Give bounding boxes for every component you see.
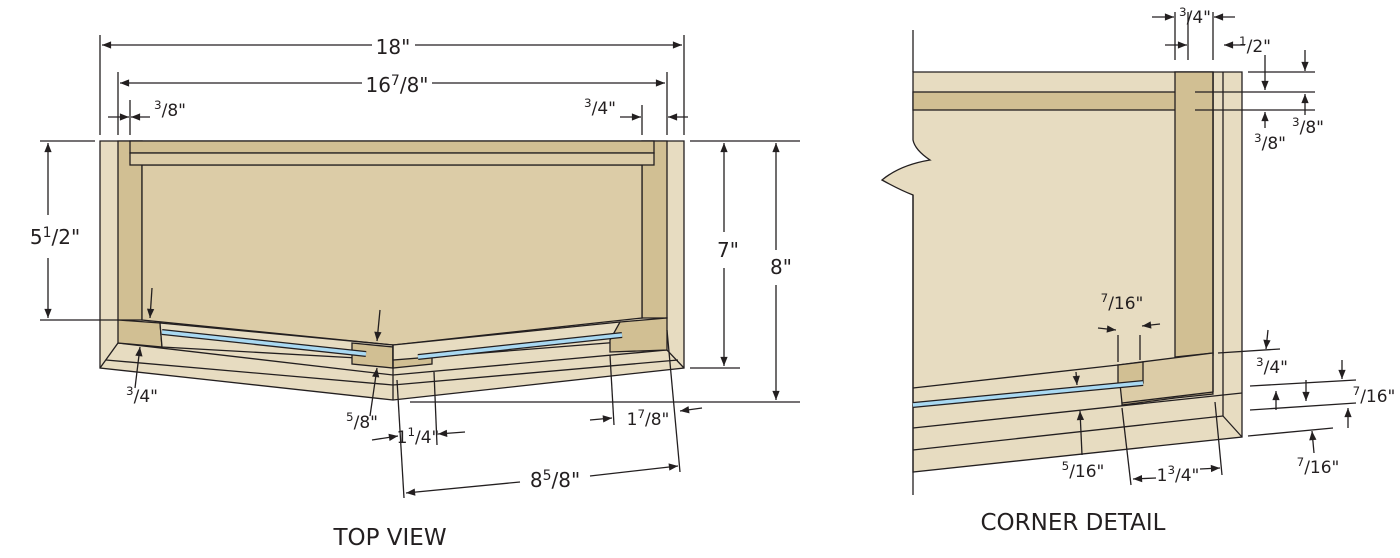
- corner-top-rail: [912, 91, 1189, 111]
- left-glass: [161, 330, 367, 356]
- dim-groove: 7/16": [1101, 291, 1144, 314]
- dim-width-overall: 18": [376, 35, 411, 59]
- dim-side-right: 3/4": [584, 96, 616, 119]
- right-side-panel: [641, 140, 668, 319]
- dim-bottom-width: 13/4": [1157, 463, 1200, 486]
- dim-depth-inner: 7": [717, 238, 739, 262]
- caption-corner-detail: CORNER DETAIL: [980, 510, 1165, 536]
- corner-detail: 3/4" 1/2" 3/8" 3/8" 7/16" 3/4" 7/16" 7/1…: [880, 5, 1396, 536]
- dim-depth-overall: 8": [770, 255, 792, 279]
- top-view: 18" 167/8" 3/8" 3/4" 51/2" 7" 8" 3/4" 5/…: [30, 35, 800, 551]
- dim-top-width: 3/4": [1179, 5, 1211, 28]
- interior: [141, 164, 643, 346]
- dim-right-7-16-b: 7/16": [1297, 455, 1340, 478]
- dim-right-offset: 17/8": [627, 407, 670, 430]
- dim-front-left: 3/4": [126, 384, 158, 407]
- dim-glass: 5/16": [1062, 459, 1105, 482]
- dim-front-center: 5/8": [346, 410, 378, 433]
- right-glass: [417, 333, 623, 359]
- corner-side-panel: [1174, 71, 1214, 358]
- dim-center-offset: 11/4": [397, 425, 440, 448]
- dim-top-3-8: 3/8": [1254, 131, 1286, 154]
- left-front-block: [117, 319, 163, 348]
- back-rail: [129, 140, 655, 154]
- dim-depth-left: 51/2": [30, 225, 80, 249]
- dim-top-3-8-b: 3/8": [1292, 115, 1324, 138]
- dim-side-left: 3/8": [154, 98, 186, 121]
- caption-top-view: TOP VIEW: [332, 525, 446, 551]
- dim-right-3-4: 3/4": [1256, 355, 1288, 378]
- dim-top-half: 1/2": [1239, 34, 1271, 57]
- dim-front-width: 85/8": [530, 468, 580, 492]
- corner-glass: [912, 381, 1144, 407]
- left-side-panel: [117, 140, 143, 321]
- dim-right-7-16-a: 7/16": [1353, 384, 1396, 407]
- dim-width-inner: 167/8": [365, 73, 428, 97]
